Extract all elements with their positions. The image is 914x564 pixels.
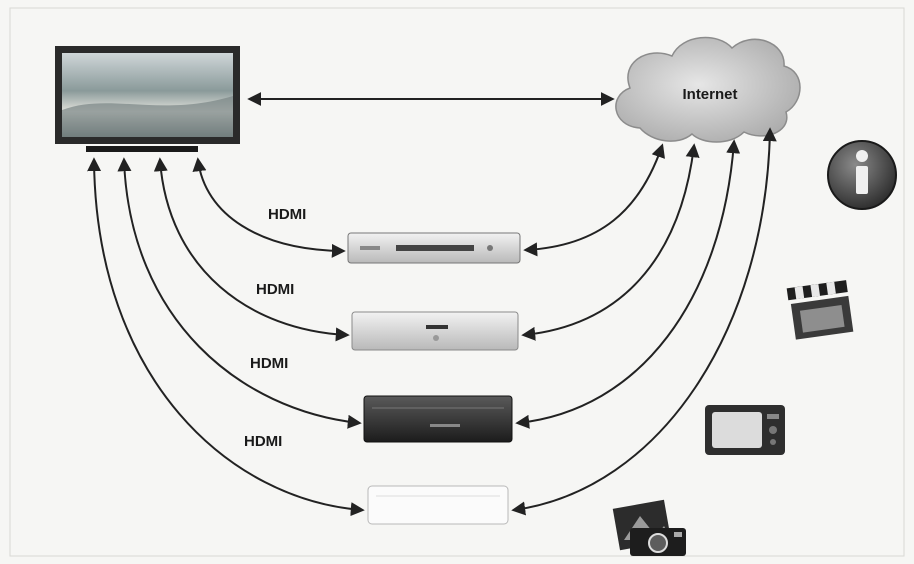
hdmi-label-4: HDMI bbox=[244, 433, 282, 450]
internet-arrow-3 bbox=[518, 142, 734, 423]
set-top-box-3 bbox=[364, 396, 512, 442]
photos-camera-icon bbox=[613, 500, 686, 556]
hdmi-label-2: HDMI bbox=[256, 281, 294, 298]
internet-arrow-2 bbox=[524, 146, 694, 335]
internet-label: Internet bbox=[682, 86, 737, 103]
set-top-box-1 bbox=[348, 233, 520, 263]
internet-cloud: Internet bbox=[616, 38, 800, 142]
internet-arrow-1 bbox=[526, 146, 662, 250]
hdmi-arrow-3 bbox=[124, 160, 359, 423]
hdmi-arrow-2 bbox=[160, 160, 347, 335]
hdmi-label-1: HDMI bbox=[268, 206, 306, 223]
set-top-box-2 bbox=[352, 312, 518, 350]
clapperboard-icon bbox=[787, 280, 854, 340]
retro-tv-icon bbox=[705, 405, 785, 455]
info-icon bbox=[828, 141, 896, 209]
hdmi-arrow-4 bbox=[94, 160, 362, 510]
set-top-box-4 bbox=[368, 486, 508, 524]
hdmi-label-3: HDMI bbox=[250, 355, 288, 372]
flat-panel-tv bbox=[55, 46, 240, 152]
